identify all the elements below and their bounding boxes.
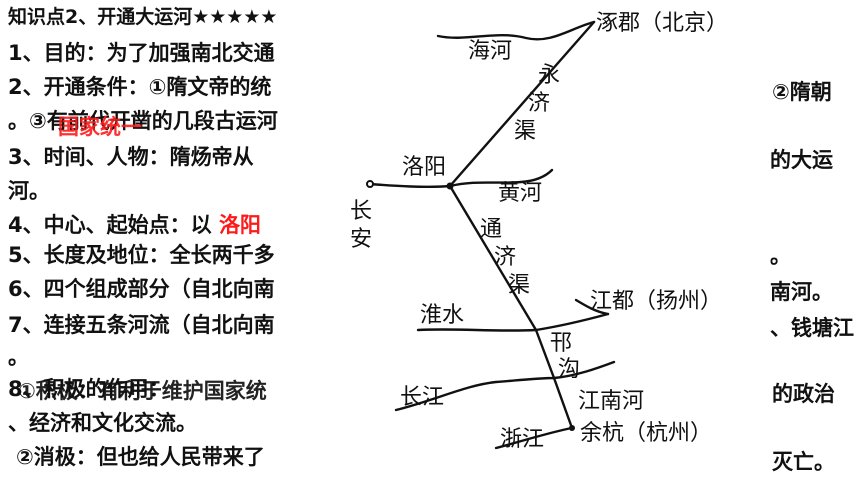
label-yongji-1: 永 [538,63,560,88]
hangou-canal-line [534,328,556,380]
item-effects-positive-cont: 、经济和文化交流。 [8,411,197,435]
section-title: 知识点2、开通大运河★★★★★ [8,6,278,28]
item-center: 4、中心、起始点：以 洛阳 [8,210,261,240]
conditions-ancient-canals: 有前代开凿的几段古运河 [46,109,278,133]
label-jiangnan: 江南河 [578,389,644,414]
label-zhejiang: 浙江 [500,427,544,452]
tongji-canal-line [448,184,538,332]
label-tongji-2: 济 [494,245,516,270]
label-tongji-3: 渠 [508,273,530,298]
center-prefix: 4、中心、起始点：以 [8,213,212,237]
rivers-right-fragment: 、钱塘江 [770,316,854,340]
label-zhuo: 涿郡（北京） [596,11,728,36]
yongji-canal-line [448,20,596,188]
grand-canal-map: 涿郡（北京） 海河 永 济 渠 洛阳 黄河 长 安 通 济 渠 淮水 江都（扬州… [346,0,770,484]
jiangdu-branch-line [574,298,610,316]
label-yuhang: 余杭（杭州） [580,421,712,446]
label-jiangdu: 江都（扬州） [590,289,722,314]
item-conditions-cont: 。③有前代开凿的几段古运河 [8,106,278,136]
label-haihe: 海河 [468,39,512,64]
label-changan-1: 长 [350,199,372,224]
luoyang-dot [446,182,454,190]
label-yongji-2: 济 [528,91,550,116]
length-right-fragment: 。 [770,244,791,268]
conditions-prefix: 。③ [8,109,47,133]
item-components: 6、四个组成部分（自北向南 [8,277,275,301]
components-right-fragment: 南河。 [770,280,833,304]
item-length: 5、长度及地位：全长两千多 [8,243,275,267]
item-effects-positive: ①积极：有利于维护国家统 [18,379,267,403]
label-changan-2: 安 [350,227,372,252]
effects-right-fragment: 的政治 [772,382,835,406]
label-hangou-2: 沟 [558,357,580,382]
conditions-right-fragment: ②隋朝 [772,80,832,104]
zhejiang-river-line [494,426,574,450]
item-rivers: 7、连接五条河流（自北向南 [8,313,275,337]
time-right-fragment: 的大运 [770,148,833,172]
canal-map-drawing: 涿郡（北京） 海河 永 济 渠 洛阳 黄河 长 安 通 济 渠 淮水 江都（扬州… [350,11,728,452]
label-tongji-1: 通 [480,217,502,242]
label-huanghe: 黄河 [498,181,542,206]
label-luoyang: 洛阳 [402,155,446,180]
item-rivers-cont: 。 [8,345,29,369]
label-huaishui: 淮水 [420,303,464,328]
label-hangou-1: 邗 [550,331,572,356]
label-yongji-3: 渠 [514,119,536,144]
changjiang-river-line [394,360,616,412]
center-luoyang: 洛阳 [218,213,261,237]
yuhang-dot [569,425,575,431]
item-effects-negative: ②消极：但也给人民带来了 [16,445,265,469]
item-time-person: 3、时间、人物：隋炀帝从 [8,145,254,169]
changan-luoyang-line [368,182,452,189]
item-conditions: 2、开通条件：①隋文帝的统 [8,75,272,99]
item-time-person-cont: 河。 [8,179,50,203]
national-unity-highlight: 国家统一 [58,115,142,139]
item-purpose: 1、目的：为了加强南北交通 [8,41,275,65]
changan-dot [366,180,374,188]
item-effects-heading: 8、积极的作用： [8,377,170,401]
label-changjiang: 长江 [400,385,444,410]
negative-right-fragment: 灭亡。 [772,450,835,474]
haihe-river-line [436,20,596,41]
huanghe-river-line [448,168,554,188]
jiangnan-canal-line [552,376,574,430]
